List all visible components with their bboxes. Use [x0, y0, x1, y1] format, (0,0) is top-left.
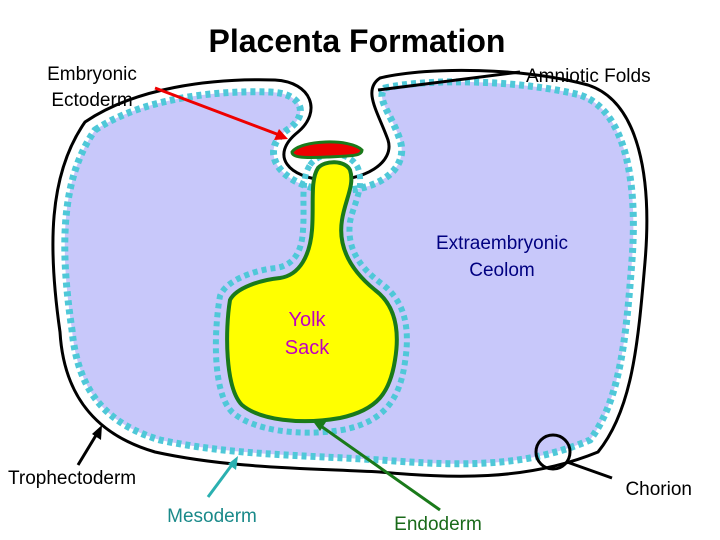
label-extraembryonic-line1: Extraembryonic	[436, 233, 568, 254]
endoderm-arrowhead	[312, 420, 326, 431]
trophectoderm-arrowhead	[92, 425, 102, 440]
trophectoderm-pointer-arrow	[76, 431, 100, 466]
mesoderm-pointer-arrow	[206, 461, 236, 498]
diagram-title: Placenta Formation	[209, 23, 506, 59]
yolk-sac	[225, 160, 399, 424]
ectoderm-pointer-arrow	[154, 86, 283, 138]
label-trophectoderm: Trophectoderm	[8, 468, 136, 489]
ectoderm-arrowhead	[274, 129, 288, 140]
amniotic-folds-pointer-line	[377, 70, 521, 92]
label-chorion: Chorion	[625, 479, 692, 500]
label-yolk-line2: Sack	[285, 337, 330, 359]
endoderm-pointer-line	[317, 422, 441, 512]
label-embryonic-ectoderm-line2: Ectoderm	[51, 90, 132, 111]
label-amniotic-folds: Amniotic Folds	[526, 66, 651, 87]
embryonic-ectoderm	[290, 140, 364, 159]
mesoderm-arrowhead	[228, 456, 238, 470]
label-extraembryonic-line2: Ceolom	[469, 260, 534, 281]
label-yolk-line1: Yolk	[288, 309, 326, 331]
label-endoderm: Endoderm	[394, 514, 482, 535]
chorion-pointer-line	[566, 460, 613, 480]
mesoderm-yolk-lining	[212, 151, 410, 436]
mesoderm-outer-lining	[61, 78, 637, 468]
chorion-marker-circle	[534, 433, 572, 471]
trophectoderm-line	[51, 68, 649, 478]
label-embryonic-ectoderm-line1: Embryonic	[47, 64, 137, 85]
label-mesoderm: Mesoderm	[167, 506, 257, 527]
